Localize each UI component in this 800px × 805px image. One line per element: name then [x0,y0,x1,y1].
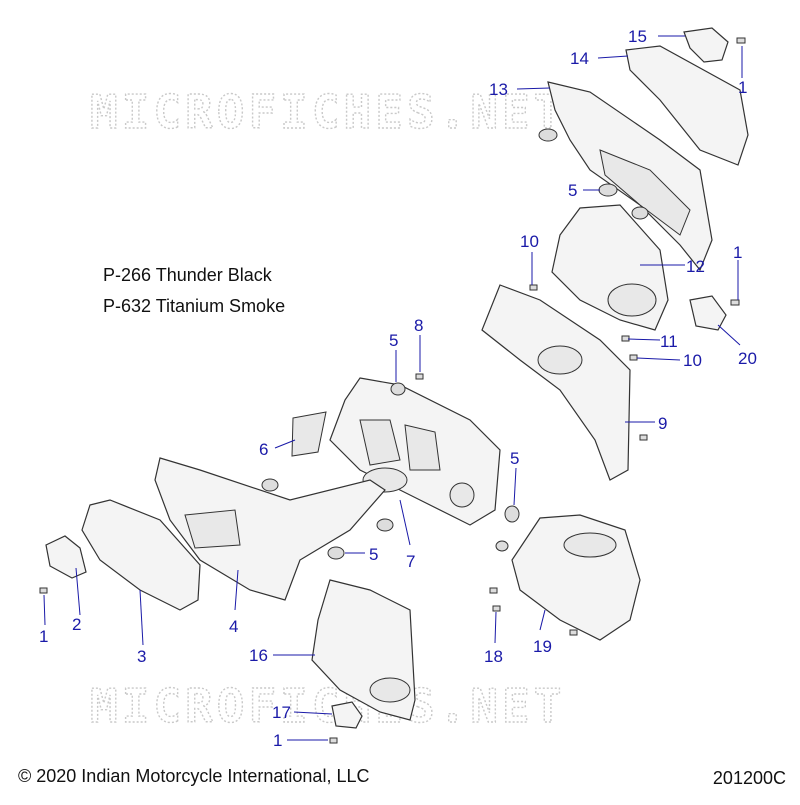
grommet-upper-a [538,128,558,142]
screw-11 [621,335,630,342]
callout-5-right: 5 [510,449,519,468]
callout-1-bottom: 1 [273,731,282,750]
screw-left [39,587,48,594]
callout-1-top-right: 1 [738,78,747,97]
callout-10-lower: 10 [683,351,702,370]
copyright-text: © 2020 Indian Motorcycle International, … [18,766,370,786]
grommet-upper-b [598,183,618,197]
grommet-mid-c [327,546,345,560]
screws [39,37,746,744]
part-15-cap [683,27,729,63]
part-3-side-panel [81,499,201,611]
callout-1-left: 1 [39,627,48,646]
callout-19: 19 [533,637,552,656]
part-17-cover [331,701,363,729]
part-16-opening [369,677,411,703]
callout-6: 6 [259,440,268,459]
color-note-thunder-black: P-266 Thunder Black [103,265,272,285]
callout-9: 9 [658,414,667,433]
screw-18a [489,587,498,594]
part-7-pocket-b [404,424,441,471]
callout-8: 8 [414,316,423,335]
callout-16: 16 [249,646,268,665]
diagram-code: 201200C [712,768,786,788]
part-7-pocket-a [359,419,401,466]
screw-19 [569,629,578,636]
part-19-opening [563,532,617,558]
screw-18b [492,605,501,612]
callout-12: 12 [686,257,705,276]
grommet-mid-b [376,518,394,532]
screw-right-mid [730,299,740,306]
watermark-bottom: MICROFICHES.NET [90,679,565,733]
grommet-mid-d [504,505,520,523]
callout-3: 3 [137,647,146,666]
grommet-mid-e [390,382,406,396]
callout-13: 13 [489,80,508,99]
callout-5-frame: 5 [389,331,398,350]
part-2-cover [45,535,87,579]
callout-17: 17 [272,703,291,722]
screw-8 [415,373,424,380]
screw-10-top [529,284,538,291]
callout-18: 18 [484,647,503,666]
part-19-cowl [511,514,641,641]
screw-10-bottom [629,354,638,361]
callout-11: 11 [660,332,678,351]
grommet-mid-a [261,478,279,492]
screw-9 [639,434,648,441]
callout-14: 14 [570,49,589,68]
part-12-opening [607,283,657,317]
part-6-pad [291,411,327,457]
part-4-vent [184,509,241,549]
part-12-panel [551,204,669,331]
callout-1-right: 1 [733,243,742,262]
color-note-titanium-smoke: P-632 Titanium Smoke [103,296,286,316]
grommet-upper-c [631,206,649,220]
part-14-cover [625,45,749,166]
watermark-top: MICROFICHES.NET [90,85,565,139]
grommet-mid-f [495,540,509,552]
callout-10-upper: 10 [520,232,539,251]
callout-5-upper: 5 [568,181,577,200]
callout-20: 20 [738,349,757,368]
screw-top-right [736,37,746,44]
callout-2: 2 [72,615,81,634]
callout-15: 15 [628,27,647,46]
part-13-inner [599,149,691,236]
screw-bottom [329,737,338,744]
part-9-opening [537,345,583,375]
part-20-cover [689,295,727,331]
part-4-fairing [154,457,386,601]
callout-7: 7 [406,552,415,571]
callout-5-lower: 5 [369,545,378,564]
part-7-hole [449,482,475,508]
part-9-bracket-panel [481,284,631,481]
callout-4: 4 [229,617,238,636]
leader-lines [43,35,743,741]
